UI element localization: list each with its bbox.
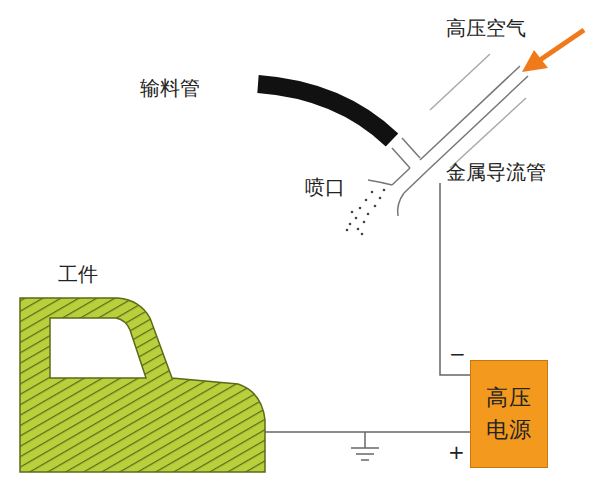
part-label: 高压空气 — [446, 16, 526, 40]
part-label: 金属导流管 — [446, 160, 546, 184]
part-label: 输料管 — [140, 76, 200, 100]
spray-particles — [346, 189, 386, 236]
part-label: 工件 — [58, 262, 98, 286]
feed-hose — [258, 84, 392, 140]
box-text: 高压电源 — [485, 382, 533, 446]
ground-wire — [265, 431, 470, 433]
air-arrow — [540, 30, 584, 60]
part-label: 喷口 — [305, 175, 345, 199]
part-label: − — [449, 342, 466, 366]
metal-guide-tube — [368, 54, 528, 216]
negative-wire — [440, 183, 470, 375]
ground-symbol — [351, 432, 379, 460]
workpiece-car — [20, 298, 265, 472]
part-label: + — [448, 440, 465, 464]
car-window — [50, 318, 146, 378]
air-arrowhead — [522, 50, 548, 72]
power-supply-box: 高压电源 — [470, 360, 548, 468]
